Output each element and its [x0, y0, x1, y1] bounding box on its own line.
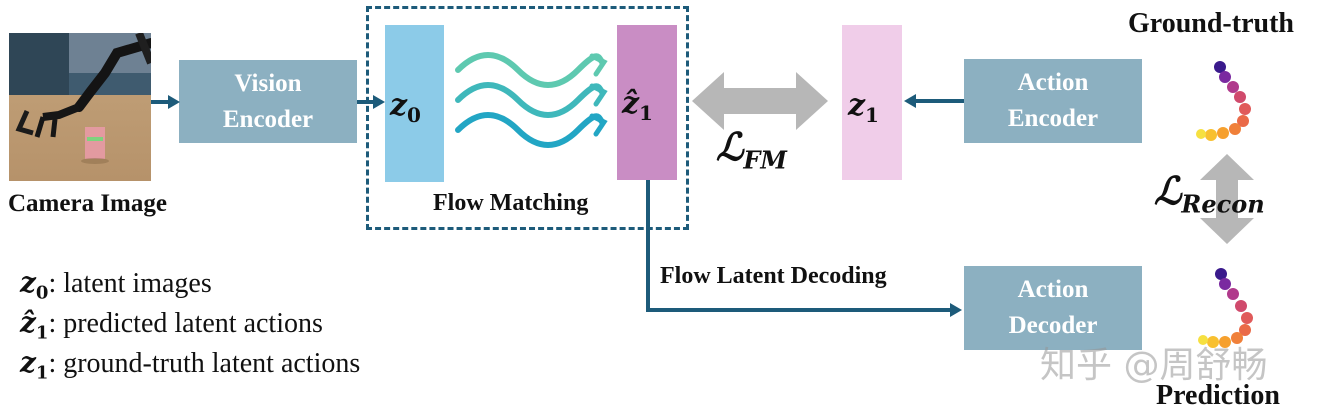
fm-double-arrow: [692, 72, 828, 130]
legend: z0: latent images ẑ1: predicted latent a…: [20, 266, 360, 386]
z1-hat-symbol: ẑ1: [622, 86, 653, 125]
legend-text: : ground-truth latent actions: [48, 348, 361, 379]
vision-encoder-line-1: Vision: [234, 70, 302, 97]
z1-subscript: 1: [865, 103, 879, 127]
loss-fm-subscript: FM: [743, 145, 787, 175]
z0-symbol: z0: [390, 88, 421, 127]
vision-encoder-line-2: Encoder: [222, 106, 314, 133]
loss-recon-symbol: ℒRecon: [1154, 168, 1265, 219]
flow-matching-label: Flow Matching: [433, 190, 589, 216]
legend-item-z1: z1: ground-truth latent actions: [20, 346, 360, 386]
prediction-label: Prediction: [1156, 380, 1280, 411]
z1-letter: z: [848, 88, 866, 123]
action-encoder-line-1: Action: [1017, 69, 1089, 96]
camera-image-label: Camera Image: [8, 190, 167, 217]
loss-recon-subscript: Recon: [1181, 189, 1265, 219]
loss-fm-letter: ℒ: [716, 124, 744, 169]
loss-fm-symbol: ℒFM: [716, 124, 787, 175]
recon-double-arrow: [1200, 154, 1254, 244]
action-decoder-line-1: Action: [1017, 276, 1089, 303]
ground-truth-trajectory: [1196, 61, 1251, 141]
camera-image: [9, 31, 156, 181]
legend-subscript: 0: [35, 282, 49, 304]
legend-item-z0: z0: latent images: [20, 266, 360, 306]
legend-subscript: 1: [35, 322, 49, 344]
legend-symbol: z: [20, 266, 36, 299]
action-encoder-box: Action Encoder: [964, 59, 1142, 143]
legend-symbol: z: [20, 346, 36, 379]
z1-box: [842, 25, 902, 180]
vision-encoder-box: Vision Encoder: [179, 60, 357, 143]
legend-text: : latent images: [48, 268, 212, 299]
action-decoder-line-2: Decoder: [1008, 312, 1098, 339]
flow-latent-decoding-label: Flow Latent Decoding: [660, 263, 887, 289]
z1-hat-box: [617, 25, 677, 180]
watermark: 知乎 @周舒畅: [1040, 345, 1268, 386]
flow-matching-region: [366, 6, 689, 230]
prediction-trajectory: [1198, 268, 1253, 348]
loss-recon-letter: ℒ: [1154, 168, 1182, 213]
action-encoder-line-2: Encoder: [1007, 105, 1099, 132]
z1-hat-subscript: 1: [639, 101, 653, 125]
legend-symbol: ẑ: [20, 306, 36, 339]
flow-waves: [455, 52, 608, 148]
action-decoder-box: Action Decoder: [964, 266, 1142, 350]
z0-box: [385, 25, 444, 182]
legend-subscript: 1: [35, 362, 49, 384]
z1-hat-letter: ẑ: [622, 86, 640, 121]
z1-symbol: z1: [848, 88, 879, 127]
legend-text: : predicted latent actions: [48, 308, 323, 339]
z0-letter: z: [390, 88, 408, 123]
ground-truth-label: Ground-truth: [1128, 8, 1294, 39]
z0-subscript: 0: [407, 103, 421, 127]
legend-item-z1-hat: ẑ1: predicted latent actions: [20, 306, 360, 346]
